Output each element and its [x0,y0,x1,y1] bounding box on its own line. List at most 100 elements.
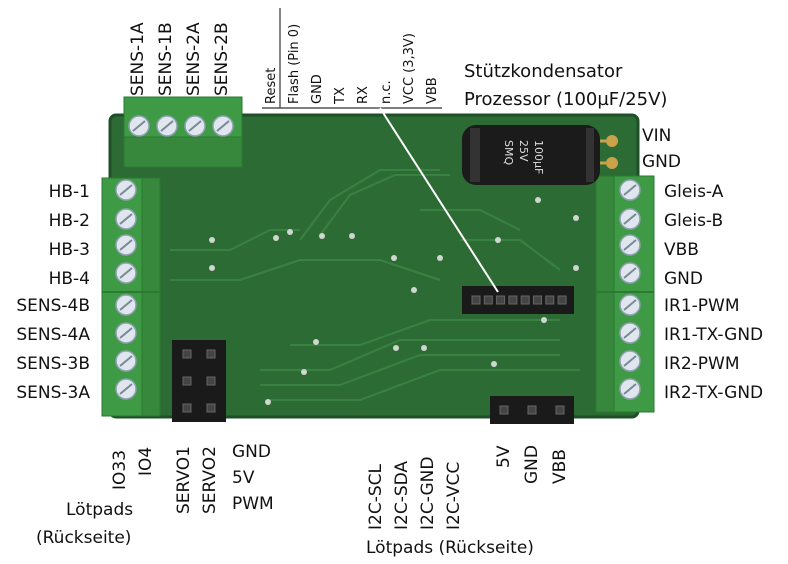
screw-terminal [619,350,641,372]
pcb-trace [270,369,580,401]
screw-terminal [619,378,641,400]
header-pin [182,403,192,413]
capacitor-print-3: 100µF [532,140,545,174]
header-pin [508,295,518,305]
label-hb-1: HB-1 [48,182,90,202]
header-pin [182,376,192,386]
label-vbb-top: VBB [425,77,440,104]
header-pin [520,295,530,305]
label-tx: TX [333,87,348,104]
header-pin [545,295,555,305]
screw-terminal [128,115,150,137]
pcb-trace [290,319,560,346]
capacitor-caption-line-2: Prozessor (100µF/25V) [464,89,668,110]
pcb-via [265,399,271,405]
header-pin [496,295,506,305]
screw-terminal [619,234,641,256]
capacitor-print-1: SMQ [502,140,515,165]
pcb-via [535,197,541,203]
pcb-via [541,317,547,323]
programming-header [462,286,574,314]
screw-terminal [115,262,137,284]
label-io4: IO4 [136,446,156,476]
top-terminal-block [123,96,243,168]
pcb-via [319,233,325,239]
label-sens-3b: SENS-3B [16,354,90,374]
label-flash: Flash (Pin 0) [287,23,302,104]
label-gleis-b: Gleis-B [664,211,724,231]
label-ir1-pwm: IR1-PWM [664,296,740,316]
right-terminal-block [595,175,655,413]
label-nc: n.c. [379,80,394,104]
label-vcc: VCC (3,3V) [402,33,417,104]
pcb-vias [209,197,579,405]
pcb-trace [299,169,440,241]
loetpads-left-line-1: Lötpads [66,500,134,520]
header-pin [527,405,537,415]
label-i2c-vcc: I2C-VCC [444,461,464,530]
label-i2c-gnd: I2C-GND [418,456,438,530]
pcb-traces [170,169,580,401]
loetpads-bottom: Lötpads (Rückseite) [366,538,534,558]
screw-terminal [619,262,641,284]
pcb [110,115,638,417]
pcb-via [421,345,427,351]
pcb-trace [170,259,441,281]
label-sens-3a: SENS-3A [16,383,90,403]
label-i2c-scl: I2C-SCL [366,464,386,530]
capacitor-print-2: 25V [517,140,530,162]
label-header-vbb: VBB [550,449,570,484]
label-sens-4a: SENS-4A [16,325,90,345]
servo-header [172,340,226,422]
pcb-via [491,361,497,367]
screw-terminal [619,208,641,230]
capacitor: SMQ 25V 100µF [462,125,618,185]
pcb-trace [170,229,300,251]
pcb-via [301,369,307,375]
label-ir2-pwm: IR2-PWM [664,354,740,374]
screw-terminal [115,294,137,316]
label-servo-gnd: GND [232,442,271,462]
screw-terminal [115,378,137,400]
label-gnd-cap: GND [642,152,681,172]
label-hb-3: HB-3 [48,240,90,260]
screw-terminal [115,234,137,256]
header-pin [206,376,216,386]
label-sens-4b: SENS-4B [16,296,90,316]
header-pin [206,403,216,413]
pcb-via [349,233,355,239]
label-servo-5v: 5V [232,468,255,488]
programming-header-leader [379,107,499,293]
pcb-via [209,237,215,243]
screw-terminal [115,350,137,372]
screw-terminal [619,294,641,316]
screw-terminal [212,115,234,137]
label-gleis-a: Gleis-A [664,182,724,202]
pcb-via [495,237,501,243]
pcb-via [287,229,293,235]
label-vin: VIN [642,126,672,146]
label-servo-pwm: PWM [232,494,274,514]
label-header-gnd: GND [522,445,542,484]
label-hb-2: HB-2 [48,211,90,231]
header-pin [557,295,567,305]
label-sens-2b: SENS-2B [212,22,232,96]
pcb-trace [420,209,521,231]
label-sens-2a: SENS-2A [184,22,204,96]
label-servo2: SERVO2 [200,446,220,514]
label-header-5v: 5V [494,445,514,468]
header-pin [499,405,509,415]
power-header [490,396,574,424]
pcb-via [573,265,579,271]
left-terminal-block [101,177,161,417]
pcb-trace [260,354,560,386]
screw-terminal [156,115,178,137]
pcb-via [573,215,579,221]
label-ir1-tx-gnd: IR1-TX-GND [664,325,764,345]
header-pin [182,349,192,359]
screw-terminal [115,179,137,201]
label-hb-4: HB-4 [48,269,90,289]
pcb-trace [460,239,561,271]
